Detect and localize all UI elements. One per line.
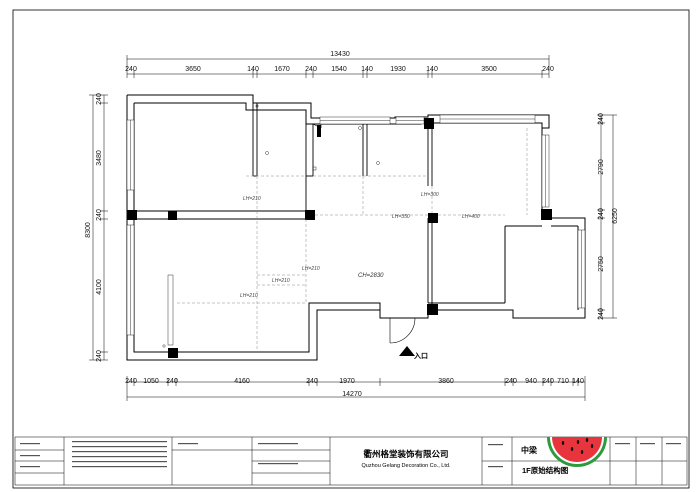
- dim-label: 710: [557, 378, 569, 385]
- project-name: 中梁: [521, 445, 538, 455]
- dim-label: 140: [247, 66, 259, 73]
- title-block: [14, 436, 688, 486]
- title-block-fine-print: [20, 441, 681, 468]
- top-segment-labels: 240 3650 140 1670 240 1540 140 1930 140 …: [125, 66, 554, 73]
- dim-label: 140: [361, 66, 373, 73]
- dim-label: 1930: [390, 66, 406, 73]
- structural-columns: [127, 118, 552, 358]
- dim-label: 240: [125, 378, 137, 385]
- dim-label: 1970: [339, 378, 355, 385]
- beam-height-note: LH=210: [243, 196, 261, 202]
- floor-drains: [162, 104, 380, 348]
- dim-label: 240: [306, 378, 318, 385]
- bottom-total-dim: 14270: [342, 391, 362, 398]
- windows: [126, 114, 586, 346]
- right-dimensions: [597, 114, 617, 319]
- entrance-arrow-icon: [399, 346, 415, 356]
- company-name-en: Quzhou Gelang Decoration Co., Ltd.: [362, 463, 451, 469]
- dim-label: 3650: [185, 66, 201, 73]
- dim-label: 240: [505, 378, 517, 385]
- left-segment-labels: 240 3480 240 4100 240: [96, 93, 103, 362]
- bottom-segment-labels: 240 1050 240 4160 240 1970 3860 240 940 …: [125, 378, 584, 385]
- dim-label: 3860: [438, 378, 454, 385]
- beam-height-note: LH=210: [302, 266, 320, 272]
- dim-label: 3500: [481, 66, 497, 73]
- dim-label: 240: [305, 66, 317, 73]
- right-total-dim: 6250: [612, 208, 619, 224]
- top-dimensions: [126, 55, 550, 78]
- beam-height-note: LH=300: [421, 192, 439, 198]
- dim-label: 3480: [96, 150, 103, 166]
- ceiling-height-note: CH=2830: [358, 273, 384, 279]
- dim-label: 240: [542, 378, 554, 385]
- right-segment-labels: 240 2790 240 2750 240: [598, 113, 605, 320]
- dim-label: 1050: [143, 378, 159, 385]
- entrance-door: [312, 123, 416, 344]
- bottom-dimensions: [126, 376, 586, 401]
- beam-height-note: LH=210: [272, 278, 290, 284]
- dim-label: 940: [525, 378, 537, 385]
- dim-label: 240: [96, 93, 103, 105]
- entrance-label: 入口: [413, 352, 428, 360]
- beam-height-note: LH=210: [240, 293, 258, 299]
- beam-lines: [177, 128, 528, 352]
- dim-label: 2750: [598, 256, 605, 272]
- dim-label: 240: [96, 350, 103, 362]
- left-dimensions: [89, 94, 108, 361]
- dim-label: 240: [96, 209, 103, 221]
- dim-label: 4100: [96, 279, 103, 295]
- left-total-dim: 8300: [85, 222, 92, 238]
- dim-label: 1670: [274, 66, 290, 73]
- beam-height-note: LH=350: [392, 214, 410, 220]
- dim-label: 4160: [234, 378, 250, 385]
- dim-label: 240: [542, 66, 554, 73]
- company-name-cn: 衢州格堂装饰有限公司: [363, 449, 448, 459]
- drawing-title: 1F原始结构图: [522, 465, 569, 475]
- dim-label: 140: [572, 378, 584, 385]
- dim-label: 240: [598, 113, 605, 125]
- dim-label: 240: [598, 208, 605, 220]
- dim-label: 240: [598, 308, 605, 320]
- watermelon-logo: [547, 437, 607, 467]
- dim-label: 2790: [598, 159, 605, 175]
- dim-label: 1540: [331, 66, 347, 73]
- dim-label: 240: [166, 378, 178, 385]
- exterior-walls: [126, 94, 586, 361]
- dim-label: 240: [125, 66, 137, 73]
- top-total-dim: 13430: [330, 51, 350, 58]
- sheet-border: [12, 9, 690, 489]
- beam-height-note: LH=400: [462, 214, 480, 220]
- interior-walls: [134, 103, 433, 310]
- dim-label: 140: [426, 66, 438, 73]
